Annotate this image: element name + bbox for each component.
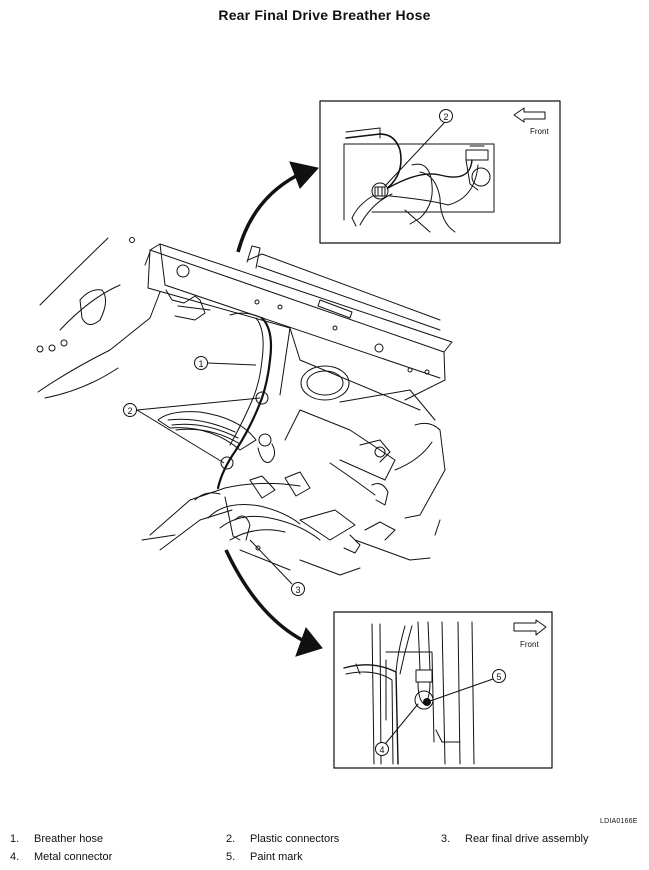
legend-number: 4.	[10, 851, 20, 863]
legend-label: Metal connector	[34, 851, 113, 863]
callout-3-number: 3	[295, 585, 300, 595]
front-arrow-left-icon	[513, 107, 546, 123]
inset-top-front-label: Front	[530, 127, 549, 136]
callout-2: 2	[123, 397, 261, 464]
callout-1-number: 1	[198, 359, 203, 369]
legend-label: Breather hose	[34, 833, 104, 845]
legend-number: 5.	[226, 851, 236, 863]
front-arrow-right-icon	[513, 619, 547, 636]
inset-top-callout-2: 2	[443, 112, 448, 122]
callout-2-number: 2	[127, 406, 132, 416]
legend-label: Rear final drive assembly	[465, 833, 589, 845]
inset-bottom-front-label: Front	[520, 640, 539, 649]
inset-top-detail: 2 Front	[319, 100, 561, 244]
legend-number: 2.	[226, 833, 236, 845]
diagram-title: Rear Final Drive Breather Hose	[218, 7, 431, 23]
pointer-arrow-top	[236, 161, 319, 253]
callout-3: 3	[249, 539, 305, 596]
legend-label: Paint mark	[250, 851, 303, 863]
figure-id: LDIA0166E	[600, 818, 638, 825]
legend-number: 1.	[10, 833, 20, 845]
legend-label: Plastic connectors	[250, 833, 340, 845]
inset-bottom-detail: 5 4 Front	[333, 611, 553, 769]
legend-number: 3.	[441, 833, 451, 845]
pointer-arrow-bottom	[224, 549, 323, 657]
inset-bottom-callout-4: 4	[379, 745, 384, 755]
inset-bottom-callout-5: 5	[496, 672, 501, 682]
vehicle-underbody-drawing	[36, 237, 453, 576]
callout-1: 1	[194, 356, 257, 370]
